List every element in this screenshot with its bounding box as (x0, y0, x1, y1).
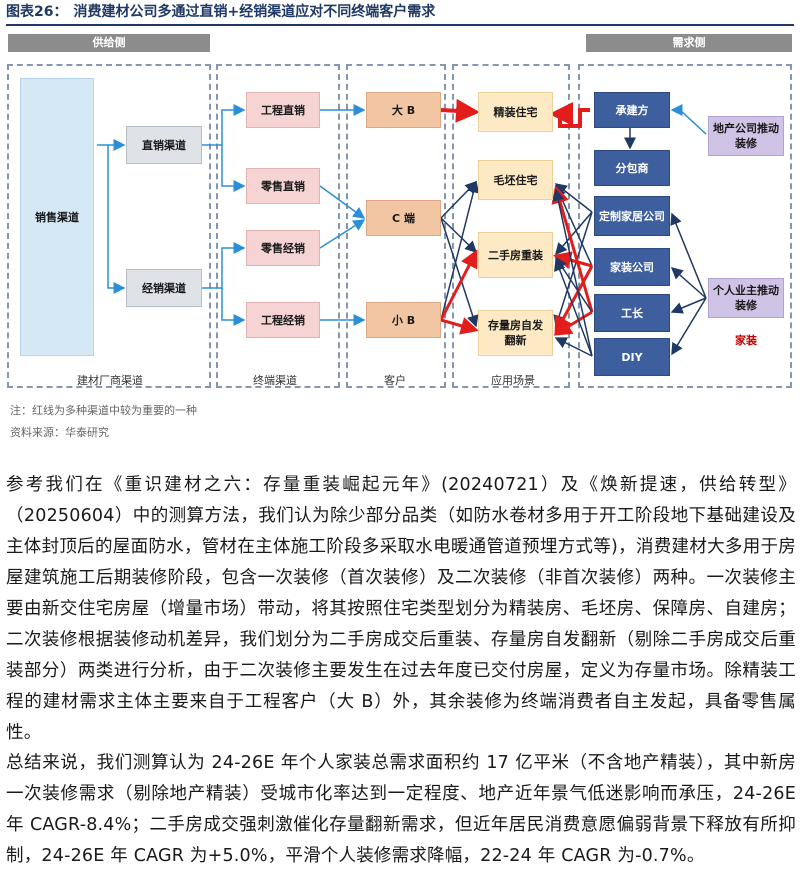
worker-box: 工长 (594, 294, 670, 332)
home-deco-company-box: 家装公司 (594, 248, 670, 286)
supply-side-header: 供给侧 (8, 34, 210, 52)
second-hand-box: 二手房重装 (478, 232, 553, 278)
zone-scene (452, 64, 570, 388)
zone-label-scene: 应用场景 (491, 374, 535, 387)
fine-house-box: 精装住宅 (478, 92, 553, 132)
retail-direct-box: 零售直销 (246, 168, 320, 204)
figure-title: 图表26： 消费建材公司多通过直销+经销渠道应对不同终端客户需求 (6, 2, 794, 26)
custom-home-box: 定制家居公司 (594, 196, 670, 236)
sales-channel-box: 销售渠道 (20, 78, 94, 356)
rough-house-box: 毛坯住宅 (478, 160, 553, 200)
home-label: 家装 (735, 334, 757, 347)
demand-side-header: 需求侧 (586, 34, 792, 52)
individual-push-box: 个人业主推动装修 (708, 278, 784, 318)
figure-label: 图表26： (6, 4, 68, 20)
zone-demand (578, 64, 792, 388)
figure-source: 资料来源：华泰研究 (10, 426, 109, 439)
big-b-box: 大 B (366, 92, 441, 128)
c-end-box: C 端 (366, 200, 441, 236)
zone-manufacturer (7, 64, 211, 388)
developer-push-box: 地产公司推动装修 (708, 116, 784, 156)
zone-customer (346, 64, 446, 388)
zone-label-customer: 客户 (384, 374, 406, 387)
figure-title-text: 消费建材公司多通过直销+经销渠道应对不同终端客户需求 (73, 4, 436, 20)
small-b-box: 小 B (366, 302, 441, 338)
direct-channel-box: 直销渠道 (126, 126, 202, 164)
dealer-channel-box: 经销渠道 (126, 269, 202, 307)
eng-direct-box: 工程直销 (246, 92, 320, 128)
diagram-arrows (97, 98, 707, 357)
paragraph-1: 参考我们在《重识建材之六：存量重装崛起元年》(20240721）及《焕新提速，供… (6, 475, 796, 743)
stock-renovation-box: 存量房自发翻新 (478, 310, 553, 356)
diy-box: DIY (594, 338, 670, 376)
paragraph-2: 总结来说，我们测算认为 24-26E 年个人家装总需求面积约 17 亿平米（不含… (6, 753, 796, 866)
zone-terminal (216, 64, 340, 388)
eng-dealer-box: 工程经销 (246, 302, 320, 338)
subcontractor-box: 分包商 (594, 150, 670, 186)
contractor-box: 承建方 (594, 92, 670, 128)
zone-label-terminal: 终端渠道 (253, 374, 297, 387)
figure-note: 注：红线为多种渠道中较为重要的一种 (10, 404, 197, 417)
retail-dealer-box: 零售经销 (246, 230, 320, 266)
zone-label-manufacturer: 建材厂商渠道 (77, 374, 143, 387)
